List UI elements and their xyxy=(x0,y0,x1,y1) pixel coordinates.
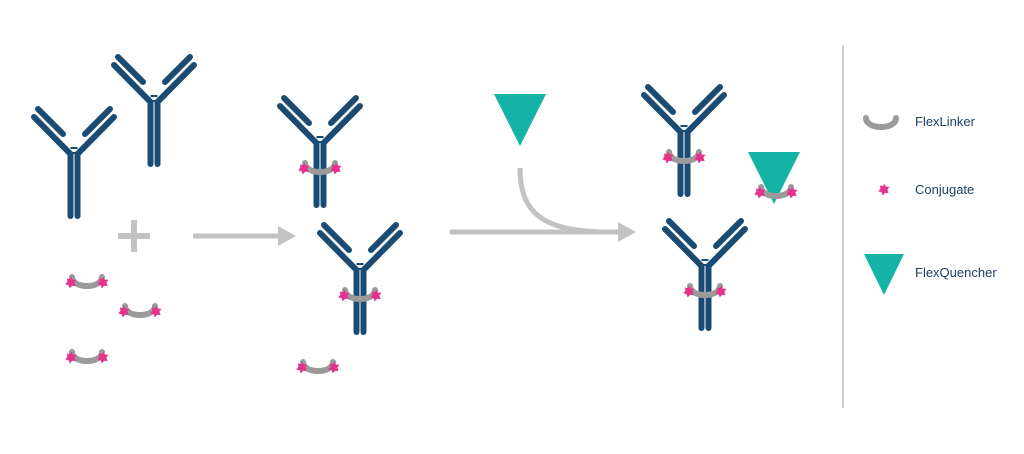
antibody-conjugated-right-2 xyxy=(665,221,745,328)
flexlinker-conjugate-left-2 xyxy=(118,306,161,318)
plus-icon xyxy=(118,220,150,252)
flexquencher-triangle-icon xyxy=(494,94,546,146)
arrow-right-icon-1 xyxy=(193,226,296,246)
legend-label-flexlinker: FlexLinker xyxy=(915,114,975,129)
quenched-flexlinker xyxy=(748,152,800,204)
flexlinker-conjugate-left-3 xyxy=(65,352,108,364)
flexlinker-conjugate-excess xyxy=(296,362,339,374)
antibody-free-front xyxy=(34,109,114,216)
legend-label-conjugate: Conjugate xyxy=(915,182,975,197)
legend-flexquencher-icon xyxy=(864,254,904,295)
antibody-conjugated-right-1 xyxy=(644,87,724,194)
antibody-free-back xyxy=(114,57,194,164)
legend-label-flexquencher: FlexQuencher xyxy=(915,265,997,280)
legend-conjugate-icon xyxy=(878,183,890,196)
flexlinker-conjugate-left-1 xyxy=(65,277,108,289)
legend-flexlinker-icon xyxy=(866,118,896,127)
antibody-conjugated-middle-1 xyxy=(280,98,360,205)
antibody-conjugated-middle-2 xyxy=(320,225,400,332)
quencher-path-curve xyxy=(517,167,611,235)
arrow-right-icon-2 xyxy=(450,222,636,242)
